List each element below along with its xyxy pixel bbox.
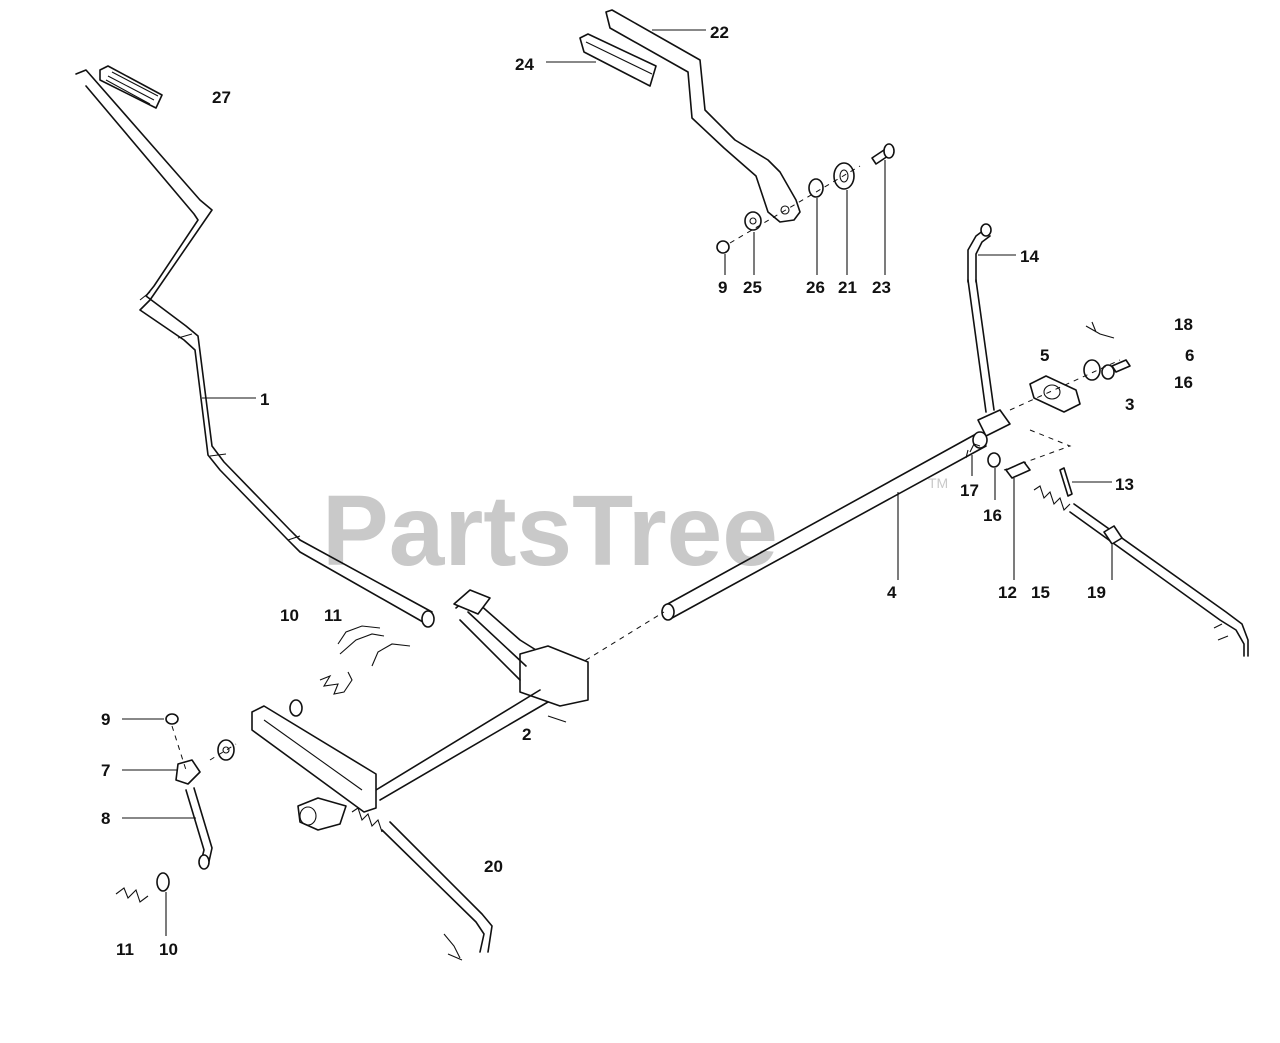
part-2-lift-shaft — [251, 589, 589, 813]
callout-10-upper: 10 — [280, 606, 299, 625]
callout-19: 19 — [1087, 583, 1106, 602]
callout-27: 27 — [212, 88, 231, 107]
callout-1: 1 — [260, 390, 269, 409]
callout-labels: 27 22 24 9 25 26 21 23 14 18 5 6 16 3 1 … — [101, 23, 1194, 959]
callout-3: 3 — [1125, 395, 1134, 414]
callout-16-upper: 16 — [1174, 373, 1193, 392]
callout-14: 14 — [1020, 247, 1039, 266]
callout-22: 22 — [710, 23, 729, 42]
part-22-lift-pedal — [605, 9, 801, 223]
upper-right-hardware — [1009, 321, 1131, 413]
watermark: PartsTree TM — [322, 475, 948, 587]
part-4-cross-shaft — [559, 409, 1072, 677]
callout-8: 8 — [101, 809, 110, 828]
part-1-pedal-arm — [75, 69, 435, 628]
callout-2: 2 — [522, 725, 531, 744]
callout-5: 5 — [1040, 346, 1049, 365]
callout-4: 4 — [887, 583, 897, 602]
callout-15: 15 — [1031, 583, 1050, 602]
part-19-spring-rod — [1033, 485, 1249, 657]
callout-24: 24 — [515, 55, 534, 74]
part-14-rod — [967, 223, 995, 413]
callout-11-upper: 11 — [324, 606, 342, 625]
callout-17: 17 — [960, 481, 979, 500]
callout-10-lower: 10 — [159, 940, 178, 959]
callout-12: 12 — [998, 583, 1017, 602]
leader-lines — [122, 29, 1113, 936]
watermark-trademark: TM — [928, 475, 948, 491]
callout-7: 7 — [101, 761, 110, 780]
callout-26: 26 — [806, 278, 825, 297]
callout-11-lower: 11 — [116, 940, 134, 959]
part-24-pedal-pad — [579, 33, 657, 87]
left-clips — [319, 625, 411, 695]
part-27-pedal-pad — [99, 65, 163, 109]
callout-9-lower: 9 — [101, 710, 110, 729]
callout-20: 20 — [484, 857, 503, 876]
watermark-text: PartsTree — [322, 475, 778, 587]
callout-9-upper: 9 — [718, 278, 727, 297]
callout-6: 6 — [1185, 346, 1194, 365]
callout-21: 21 — [838, 278, 857, 297]
lower-left-lever — [115, 713, 237, 903]
callout-23: 23 — [872, 278, 891, 297]
callout-18: 18 — [1174, 315, 1193, 334]
lift-pedal-hardware — [716, 143, 895, 254]
shaft-hardware — [965, 443, 1073, 497]
part-20-lower-rod — [297, 797, 493, 961]
callout-25: 25 — [743, 278, 762, 297]
callout-13: 13 — [1115, 475, 1134, 494]
callout-16-lower: 16 — [983, 506, 1002, 525]
